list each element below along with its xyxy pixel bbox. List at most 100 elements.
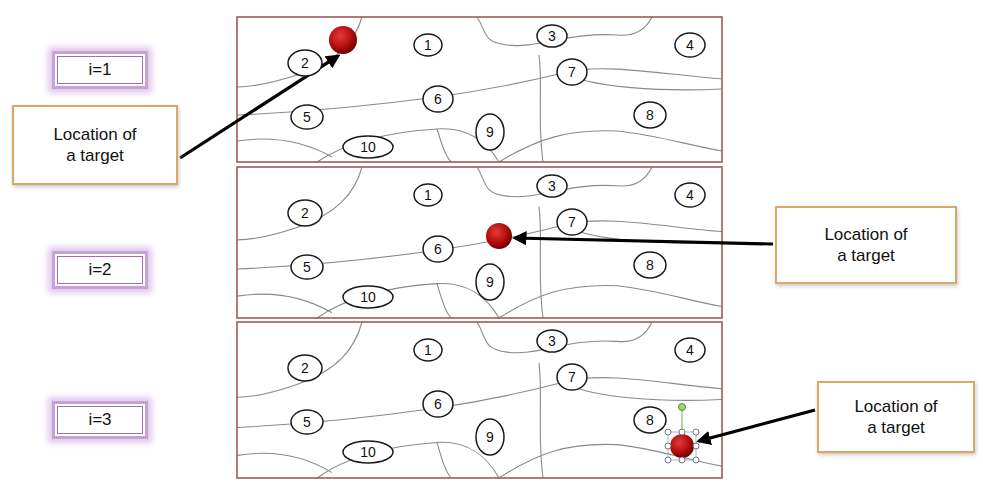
target-callout: Location of a target — [817, 381, 975, 453]
iteration-text: i=2 — [88, 260, 111, 280]
region-number: 3 — [536, 24, 568, 48]
region-border — [317, 129, 499, 162]
map-panel — [237, 322, 722, 478]
region-number: 3 — [536, 174, 568, 198]
region-border — [477, 322, 652, 353]
callout-text: Location of a target — [49, 124, 141, 166]
region-id: 2 — [301, 55, 309, 71]
region-number: 9 — [475, 113, 505, 151]
target-dot — [329, 26, 357, 54]
region-number: 5 — [290, 104, 324, 130]
region-number: 10 — [342, 440, 394, 464]
region-border — [539, 363, 543, 478]
region-border — [237, 167, 362, 240]
target-dot — [486, 223, 512, 249]
region-number: 10 — [342, 135, 394, 159]
selected-target-dot — [665, 404, 699, 464]
region-number: 6 — [422, 390, 454, 418]
region-border — [567, 384, 722, 400]
region-id: 1 — [424, 37, 432, 53]
region-id: 6 — [434, 91, 442, 107]
region-id: 2 — [301, 360, 309, 376]
region-number: 6 — [422, 235, 454, 263]
region-id: 8 — [646, 257, 654, 273]
region-number: 7 — [556, 363, 588, 391]
region-id: 3 — [548, 28, 556, 44]
region-number: 9 — [475, 418, 505, 456]
region-border — [499, 285, 722, 318]
region-border — [477, 167, 652, 197]
region-id: 5 — [303, 109, 311, 125]
region-id: 8 — [646, 412, 654, 428]
region-id: 9 — [486, 429, 494, 445]
panel-frame — [237, 17, 722, 162]
region-id: 4 — [686, 37, 694, 53]
region-number: 6 — [422, 85, 454, 113]
region-id: 1 — [424, 342, 432, 358]
region-number: 1 — [413, 183, 443, 207]
region-number: 8 — [633, 101, 667, 129]
region-number: 5 — [290, 409, 324, 435]
region-number: 4 — [674, 32, 706, 58]
iteration-text: i=1 — [88, 60, 111, 80]
region-id: 4 — [686, 187, 694, 203]
region-id: 4 — [686, 342, 694, 358]
region-border — [237, 139, 332, 157]
target-callout: Location of a target — [12, 105, 178, 185]
region-id: 10 — [360, 444, 376, 460]
region-number: 2 — [287, 354, 323, 382]
region-id: 1 — [424, 187, 432, 203]
callout-text: Location of a target — [850, 396, 942, 438]
region-id: 6 — [434, 241, 442, 257]
region-id: 2 — [301, 205, 309, 221]
region-id: 5 — [303, 414, 311, 430]
leader-arrow — [699, 410, 815, 441]
region-border — [437, 442, 451, 478]
region-number: 2 — [287, 49, 323, 77]
region-border — [237, 453, 332, 472]
region-border — [317, 283, 499, 318]
region-id: 8 — [646, 107, 654, 123]
region-border — [237, 294, 332, 313]
region-number: 1 — [413, 338, 443, 362]
iteration-label: i=3 — [52, 401, 148, 439]
region-id: 9 — [486, 124, 494, 140]
region-border — [237, 322, 362, 397]
region-id: 7 — [568, 369, 576, 385]
region-number: 5 — [290, 254, 324, 280]
region-border — [237, 17, 362, 87]
region-number: 9 — [475, 263, 505, 301]
map-panel — [237, 17, 722, 162]
region-border — [539, 55, 543, 162]
region-id: 6 — [434, 396, 442, 412]
callout-text: Location of a target — [820, 224, 912, 266]
region-id: 7 — [568, 214, 576, 230]
region-number: 7 — [556, 208, 588, 236]
region-id: 3 — [548, 333, 556, 349]
region-number: 3 — [536, 329, 568, 353]
region-number: 10 — [342, 285, 394, 309]
region-number: 4 — [674, 337, 706, 363]
region-number: 2 — [287, 199, 323, 227]
region-number: 7 — [556, 58, 588, 86]
iteration-text: i=3 — [88, 410, 111, 430]
region-border — [539, 207, 543, 318]
region-id: 10 — [360, 289, 376, 305]
region-id: 7 — [568, 64, 576, 80]
target-callout: Location of a target — [775, 206, 957, 284]
region-number: 8 — [633, 406, 667, 434]
region-border — [437, 284, 451, 318]
region-border — [499, 131, 722, 162]
region-number: 8 — [633, 251, 667, 279]
region-id: 10 — [360, 139, 376, 155]
region-number: 4 — [674, 182, 706, 208]
region-border — [567, 75, 722, 90]
leader-arrow — [515, 238, 773, 244]
region-id: 3 — [548, 178, 556, 194]
region-number: 1 — [413, 33, 443, 57]
panel-frame — [237, 322, 722, 478]
region-id: 9 — [486, 274, 494, 290]
iteration-label: i=1 — [52, 51, 148, 89]
region-border — [437, 129, 451, 162]
region-id: 5 — [303, 259, 311, 275]
